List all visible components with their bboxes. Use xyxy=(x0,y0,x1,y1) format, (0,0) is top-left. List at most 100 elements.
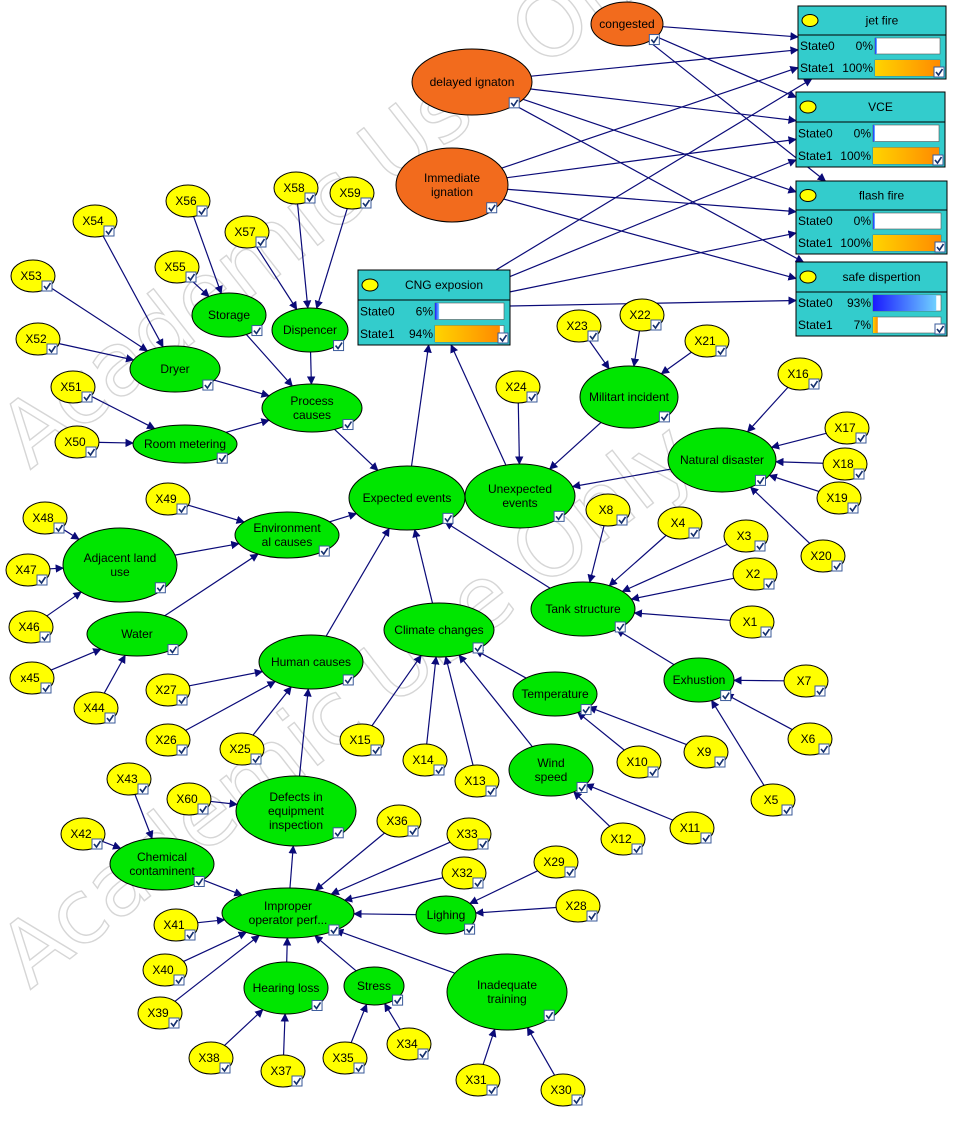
checkbox-icon[interactable] xyxy=(688,527,700,539)
checkbox-icon[interactable] xyxy=(485,785,497,797)
node-x19[interactable]: X19 xyxy=(816,481,862,515)
checkbox-icon[interactable] xyxy=(41,280,53,292)
node-x26[interactable]: X26 xyxy=(145,723,191,757)
checkbox-icon[interactable] xyxy=(472,642,484,654)
node-tank[interactable]: Tank structure xyxy=(530,581,636,637)
checkbox-icon[interactable] xyxy=(176,503,188,515)
checkbox-icon[interactable] xyxy=(185,271,197,283)
node-military[interactable]: Militart incident xyxy=(579,365,679,429)
checkbox-icon[interactable] xyxy=(847,502,859,514)
node-x37[interactable]: X37 xyxy=(260,1054,306,1088)
node-x28[interactable]: X28 xyxy=(555,889,601,923)
node-storage[interactable]: Storage xyxy=(191,292,267,338)
checkbox-icon[interactable] xyxy=(81,391,93,403)
checkbox-icon[interactable] xyxy=(353,1062,365,1074)
node-x9[interactable]: X9 xyxy=(683,735,729,769)
node-human[interactable]: Human causes xyxy=(258,634,364,690)
checkbox-icon[interactable] xyxy=(370,744,382,756)
node-x21[interactable]: X21 xyxy=(684,324,730,358)
node-delayed[interactable]: delayed ignaton xyxy=(411,48,533,116)
checkbox-icon[interactable] xyxy=(407,825,419,837)
node-x29[interactable]: X29 xyxy=(533,845,579,879)
checkbox-icon[interactable] xyxy=(36,574,48,586)
checkbox-icon[interactable] xyxy=(571,1094,583,1106)
checkbox-icon[interactable] xyxy=(855,432,867,444)
checkbox-icon[interactable] xyxy=(934,241,946,253)
node-x31[interactable]: X31 xyxy=(455,1063,501,1097)
checkbox-icon[interactable] xyxy=(291,1075,303,1087)
checkbox-icon[interactable] xyxy=(700,832,712,844)
node-x52[interactable]: X52 xyxy=(15,322,61,356)
node-x38[interactable]: X38 xyxy=(188,1041,234,1075)
node-x30[interactable]: X30 xyxy=(540,1073,586,1107)
checkbox-icon[interactable] xyxy=(763,578,775,590)
node-x18[interactable]: X18 xyxy=(822,447,868,481)
node-x22[interactable]: X22 xyxy=(619,298,665,332)
checkbox-icon[interactable] xyxy=(580,704,592,716)
node-climate[interactable]: Climate changes xyxy=(383,602,495,658)
checkbox-icon[interactable] xyxy=(932,154,944,166)
checkbox-icon[interactable] xyxy=(318,545,330,557)
checkbox-icon[interactable] xyxy=(616,514,628,526)
node-x23[interactable]: X23 xyxy=(556,309,602,343)
checkbox-icon[interactable] xyxy=(342,674,354,686)
checkbox-icon[interactable] xyxy=(508,97,520,109)
checkbox-icon[interactable] xyxy=(576,781,588,793)
node-x46[interactable]: X46 xyxy=(8,610,54,644)
checkbox-icon[interactable] xyxy=(486,1084,498,1096)
node-expected[interactable]: Expected events xyxy=(348,465,466,531)
checkbox-icon[interactable] xyxy=(760,626,772,638)
node-x40[interactable]: X40 xyxy=(142,953,188,987)
checkbox-icon[interactable] xyxy=(433,764,445,776)
checkbox-icon[interactable] xyxy=(332,827,344,839)
checkbox-icon[interactable] xyxy=(647,766,659,778)
checkbox-icon[interactable] xyxy=(614,621,626,633)
checkbox-icon[interactable] xyxy=(167,644,179,656)
checkbox-icon[interactable] xyxy=(176,694,188,706)
checkbox-icon[interactable] xyxy=(831,560,843,572)
checkbox-icon[interactable] xyxy=(168,1017,180,1029)
checkbox-icon[interactable] xyxy=(251,325,263,337)
checkbox-icon[interactable] xyxy=(442,512,454,524)
checkbox-icon[interactable] xyxy=(53,522,65,534)
checkbox-icon[interactable] xyxy=(564,866,576,878)
checkbox-icon[interactable] xyxy=(250,753,262,765)
node-x6[interactable]: X6 xyxy=(787,722,833,756)
node-x57[interactable]: X57 xyxy=(224,215,270,249)
node-x25[interactable]: X25 xyxy=(219,732,265,766)
checkbox-icon[interactable] xyxy=(417,1048,429,1060)
node-hearing[interactable]: Hearing loss xyxy=(243,961,329,1015)
node-x7[interactable]: X7 xyxy=(783,664,829,698)
checkbox-icon[interactable] xyxy=(40,682,52,694)
checkbox-icon[interactable] xyxy=(934,323,946,335)
checkbox-icon[interactable] xyxy=(360,197,372,209)
checkbox-icon[interactable] xyxy=(754,540,766,552)
checkbox-icon[interactable] xyxy=(173,974,185,986)
checkbox-icon[interactable] xyxy=(193,875,205,887)
node-x53[interactable]: X53 xyxy=(10,259,56,293)
node-x32[interactable]: X32 xyxy=(441,856,487,890)
checkbox-icon[interactable] xyxy=(392,994,404,1006)
node-x20[interactable]: X20 xyxy=(800,539,846,573)
node-x2[interactable]: X2 xyxy=(732,557,778,591)
node-x56[interactable]: X56 xyxy=(165,184,211,218)
checkbox-icon[interactable] xyxy=(85,446,97,458)
checkbox-icon[interactable] xyxy=(472,877,484,889)
node-water[interactable]: Water xyxy=(86,611,188,657)
node-x3[interactable]: X3 xyxy=(723,519,769,553)
checkbox-icon[interactable] xyxy=(631,843,643,855)
checkbox-icon[interactable] xyxy=(46,343,58,355)
node-x16[interactable]: X16 xyxy=(777,357,823,391)
checkbox-icon[interactable] xyxy=(808,378,820,390)
node-x17[interactable]: X17 xyxy=(824,411,870,445)
node-x13[interactable]: X13 xyxy=(454,764,500,798)
